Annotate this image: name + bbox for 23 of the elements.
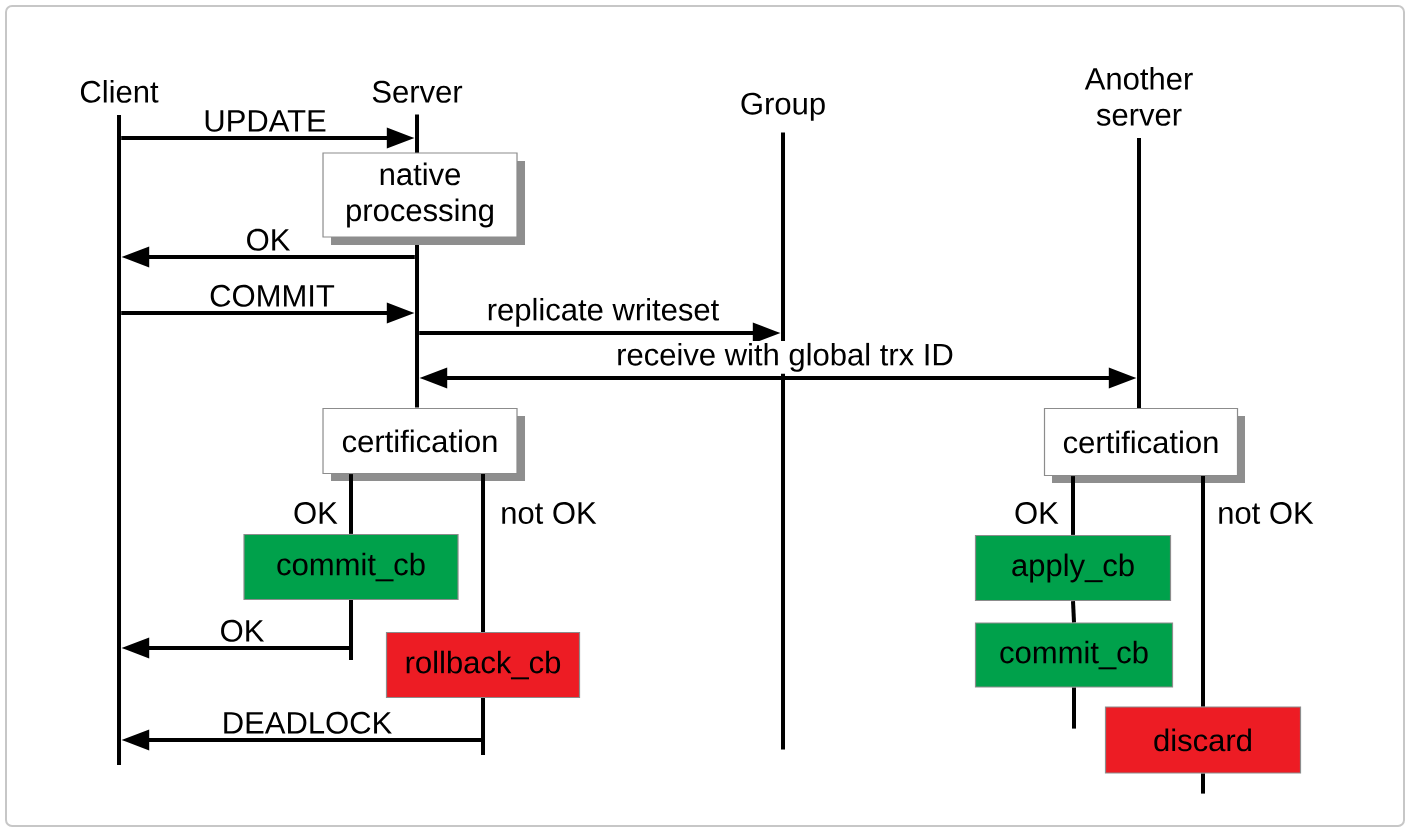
lifeline-heading: Client [80, 80, 159, 103]
callback-box: rollback_cb [385, 631, 581, 699]
process-box: native processing [322, 152, 525, 245]
process-box: certification [1043, 407, 1245, 483]
edge-label: COMMIT [207, 282, 337, 309]
edge-label: replicate writeset [484, 295, 722, 329]
edge-label: OK [1012, 500, 1061, 526]
edge-label: not OK [498, 500, 599, 526]
edge-label: receive with global trx ID [614, 340, 956, 374]
callback-box: discard [1104, 706, 1302, 774]
callback-box: commit_cb [974, 622, 1174, 688]
edge-label: OK [217, 617, 267, 644]
process-box: certification [322, 407, 525, 481]
edge-label: OK [243, 226, 293, 253]
edge-label: not OK [1215, 500, 1316, 526]
edge-label: DEADLOCK [219, 709, 395, 736]
edge-label: UPDATE [201, 108, 329, 134]
lifeline-heading: Another server [1084, 67, 1193, 126]
lifeline-heading: Server [372, 80, 463, 103]
callback-box: commit_cb [243, 533, 459, 601]
edge-label: OK [291, 500, 340, 526]
callback-box: apply_cb [974, 534, 1172, 602]
lifeline-heading: Group [741, 92, 825, 121]
